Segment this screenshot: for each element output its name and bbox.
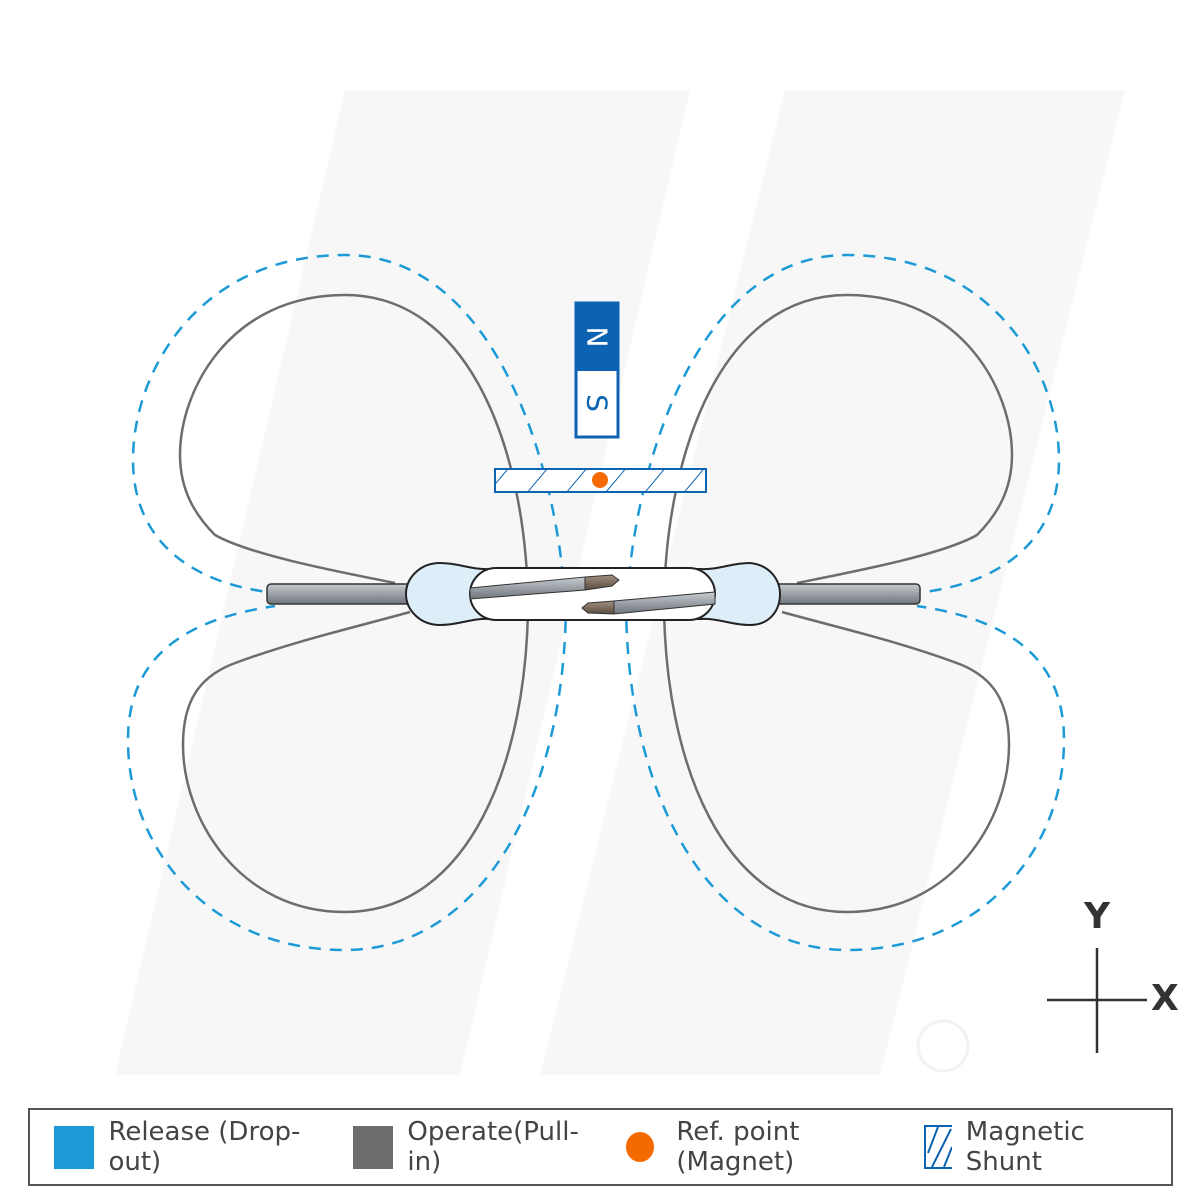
hatch-swatch-icon — [923, 1125, 952, 1169]
magnet-south-label: S — [581, 394, 614, 412]
axes-indicator — [1047, 948, 1147, 1053]
ref-point-dot — [592, 472, 608, 488]
magnet-north-pole — [576, 303, 618, 371]
right-lead — [769, 583, 921, 605]
magnet-north-label: N — [581, 327, 614, 348]
watermark-logo — [115, 90, 1125, 1075]
x-axis-label: X — [1151, 978, 1179, 1019]
reed-switch — [266, 561, 921, 627]
legend-label: Release (Drop-out) — [108, 1117, 301, 1177]
legend-item-ref-point: Ref. point (Magnet) — [614, 1117, 909, 1177]
ref-point-dot-icon — [626, 1132, 655, 1162]
legend-label: Operate(Pull-in) — [407, 1117, 579, 1177]
y-axis-label: Y — [1084, 896, 1111, 937]
left-lead — [266, 583, 418, 605]
legend-item-release: Release (Drop-out) — [54, 1117, 339, 1177]
legend-label: Magnetic Shunt — [965, 1117, 1085, 1177]
release-field-lines — [126, 253, 1066, 952]
operate-swatch-icon — [352, 1125, 394, 1169]
legend-item-operate: Operate(Pull-in) — [352, 1117, 600, 1177]
legend: Release (Drop-out) Operate(Pull-in) Ref.… — [28, 1108, 1173, 1186]
magnet: N S — [574, 301, 620, 439]
legend-item-shunt: Magnetic Shunt — [923, 1117, 1157, 1177]
legend-label: Ref. point (Magnet) — [676, 1117, 800, 1177]
magnetic-shunt — [494, 468, 707, 493]
release-swatch-icon — [54, 1125, 95, 1169]
operate-field-lines — [178, 293, 1014, 914]
